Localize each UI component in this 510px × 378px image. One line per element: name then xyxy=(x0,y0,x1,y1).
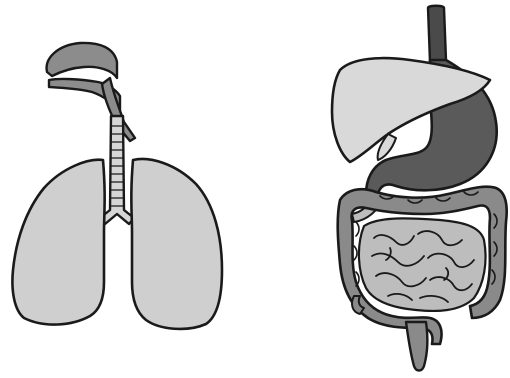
rectum xyxy=(406,322,427,371)
respiratory-system-icon xyxy=(12,43,222,329)
right-lung xyxy=(131,159,222,329)
left-lung xyxy=(12,160,104,325)
nasal-cavity xyxy=(47,43,117,78)
esophagus xyxy=(428,6,446,62)
digestive-system-icon xyxy=(332,6,507,371)
